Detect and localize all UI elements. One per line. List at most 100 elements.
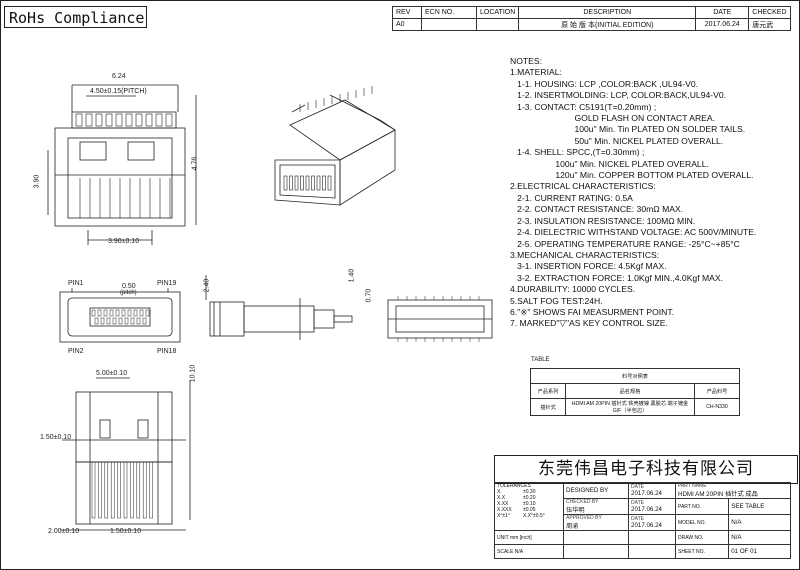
model-no-label: MODEL NO. xyxy=(674,514,730,531)
iso-contact xyxy=(300,175,304,191)
note-line: 1.MATERIAL: xyxy=(510,67,562,78)
top-pin xyxy=(165,113,173,127)
tolerance-format: X.X xyxy=(497,495,506,501)
top-view-pins xyxy=(75,113,173,218)
note-line: 2-5. OPERATING TEMPERATURE RANGE: -25°C~… xyxy=(510,238,740,249)
layout-view-pads xyxy=(91,461,153,519)
iso-contact xyxy=(316,175,321,191)
top-pin xyxy=(135,113,143,127)
location-value xyxy=(475,18,520,31)
parts-header-series: 产品系列 xyxy=(530,383,566,399)
tolerance-label: TOLERANCES xyxy=(497,483,531,489)
layout-pad xyxy=(110,461,115,519)
note-line: 100u" Min. Tin PLATED ON SOLDER TAILS. xyxy=(510,124,746,135)
top-pin xyxy=(95,113,103,127)
front-pin xyxy=(91,309,96,317)
front-pin xyxy=(94,317,99,325)
part-name-label: PART NAME xyxy=(678,483,707,489)
part-name-value: HDMI AM 20PIN 插针式 成品 xyxy=(678,491,758,498)
tolerance-row: X.XX±0.10 xyxy=(497,501,561,507)
part-no-value: SEE TABLE xyxy=(728,498,791,515)
unit-value: mm xyxy=(509,534,519,541)
parts-header-spec: 品名规格 xyxy=(565,383,695,399)
part-no-label: PART NO. xyxy=(674,498,730,515)
iso-contact xyxy=(322,175,326,191)
rear-view-drawing xyxy=(387,299,493,339)
sheet-no-label: SHEET NO. xyxy=(674,544,730,559)
dim-pitch-value: 0.50 xyxy=(122,283,136,290)
note-line: 3-1. INSERTION FORCE: 4.5Kgf MAX. xyxy=(510,261,667,272)
note-line: 1-3. CONTACT: C5191(T=0.20mm) ; xyxy=(510,101,657,112)
note-line: 2-2. CONTACT RESISTANCE: 30mΩ MAX. xyxy=(510,204,684,215)
front-pin xyxy=(97,309,102,317)
approved-value: 周渝 xyxy=(566,523,579,530)
front-pin xyxy=(142,317,147,325)
dim-height: 4.76 xyxy=(191,156,199,171)
dim-side-tail: 0.70 xyxy=(365,288,373,303)
date-1: 2017.06.24 xyxy=(631,490,662,497)
layout-pad xyxy=(136,461,141,519)
top-pin xyxy=(115,113,123,127)
dim-shell-height: 3.90 xyxy=(33,174,41,189)
parts-row-spec: HDMI AM 20PIN 插针式 铁壳镀镍 黑胶芯 端子镀金G/F（半包边） xyxy=(565,398,695,416)
note-line: 1-4. SHELL: SPCC,(T=0.30mm) ; xyxy=(510,147,645,158)
revision-table: REV ECN NO. LOCATION DESCRIPTION DATE CH… xyxy=(392,6,791,31)
iso-contact xyxy=(289,175,293,191)
notes-block: NOTES:1.MATERIAL: 1-1. HOUSING: LCP ,COL… xyxy=(510,56,756,330)
front-pin xyxy=(103,309,108,317)
dim-hole-diameter: 2.00±0.10 xyxy=(48,528,80,535)
note-line: 3-2. EXTRACTION FORCE: 1.0Kgf MIN.,4.0Kg… xyxy=(510,272,723,283)
tolerance-value: ±0.30 xyxy=(523,489,536,495)
scale-value: N/A xyxy=(514,548,524,555)
layout-pad xyxy=(104,461,109,519)
front-pin xyxy=(106,317,111,325)
table-label: TABLE xyxy=(531,357,550,363)
isometric-drawing xyxy=(274,94,396,206)
dim-pitch-label: (pitch) xyxy=(120,290,137,296)
layout-view-drawing xyxy=(60,377,191,531)
top-pin xyxy=(75,113,83,127)
note-line: 2.ELECTRICAL CHARACTERISTICS: xyxy=(510,181,656,192)
front-view-pins xyxy=(91,309,150,325)
side-view-drawing xyxy=(205,275,353,340)
notes-list: 1.MATERIAL: 1-1. HOUSING: LCP ,COLOR:BAC… xyxy=(510,67,756,329)
company-name: 东莞伟昌电子科技有限公司 xyxy=(494,455,798,484)
date-label-1: DATE xyxy=(631,484,644,490)
unit-value-inch: [inch] xyxy=(519,534,532,541)
draw-no-value: N/A xyxy=(728,530,791,545)
tolerance-row: X.X±0.20 xyxy=(497,495,561,501)
isometric-pins xyxy=(283,86,373,191)
tolerance-format: X.XXX xyxy=(497,507,512,513)
rohs-label: RoHs Compliance xyxy=(4,6,147,28)
notes-title: NOTES: xyxy=(510,56,542,66)
top-pin xyxy=(125,113,133,127)
note-line: 1-1. HOUSING: LCP ,COLOR:BACK ,UL94-V0. xyxy=(510,78,699,89)
front-pin xyxy=(100,317,105,325)
layout-pad xyxy=(123,461,128,519)
layout-pad xyxy=(142,461,147,519)
iso-contact xyxy=(305,175,310,191)
front-pin xyxy=(133,309,138,317)
dim-pad-width: 5.00±0.10 xyxy=(96,370,128,377)
iso-contact xyxy=(327,175,332,191)
front-pin xyxy=(139,309,144,317)
note-line: 2-4. DIELECTRIC WITHSTAND VOLTAGE: AC 50… xyxy=(510,227,757,238)
front-pin xyxy=(112,317,117,325)
top-pin xyxy=(155,113,163,127)
front-pin xyxy=(124,317,129,325)
checked-label: CHECKED BY xyxy=(566,499,599,505)
front-view-drawing xyxy=(59,288,181,343)
front-pin xyxy=(121,309,126,317)
tolerance-format: X.XX xyxy=(497,501,509,507)
iso-contact xyxy=(311,175,315,191)
front-pin xyxy=(145,309,150,317)
parts-row-partno: CH-N330 xyxy=(694,398,740,416)
date-2: 2017.06.24 xyxy=(631,506,662,513)
dim-pin-span: 3.90±0.10 xyxy=(108,238,140,245)
note-line: 50u" Min. NICKEL PLATED OVERALL. xyxy=(510,135,724,146)
note-line: 3.MECHANICAL CHARACTERISTICS: xyxy=(510,249,660,260)
label-pin2: PIN2 xyxy=(68,348,84,355)
top-pin xyxy=(85,113,93,127)
layout-pad xyxy=(149,461,153,519)
